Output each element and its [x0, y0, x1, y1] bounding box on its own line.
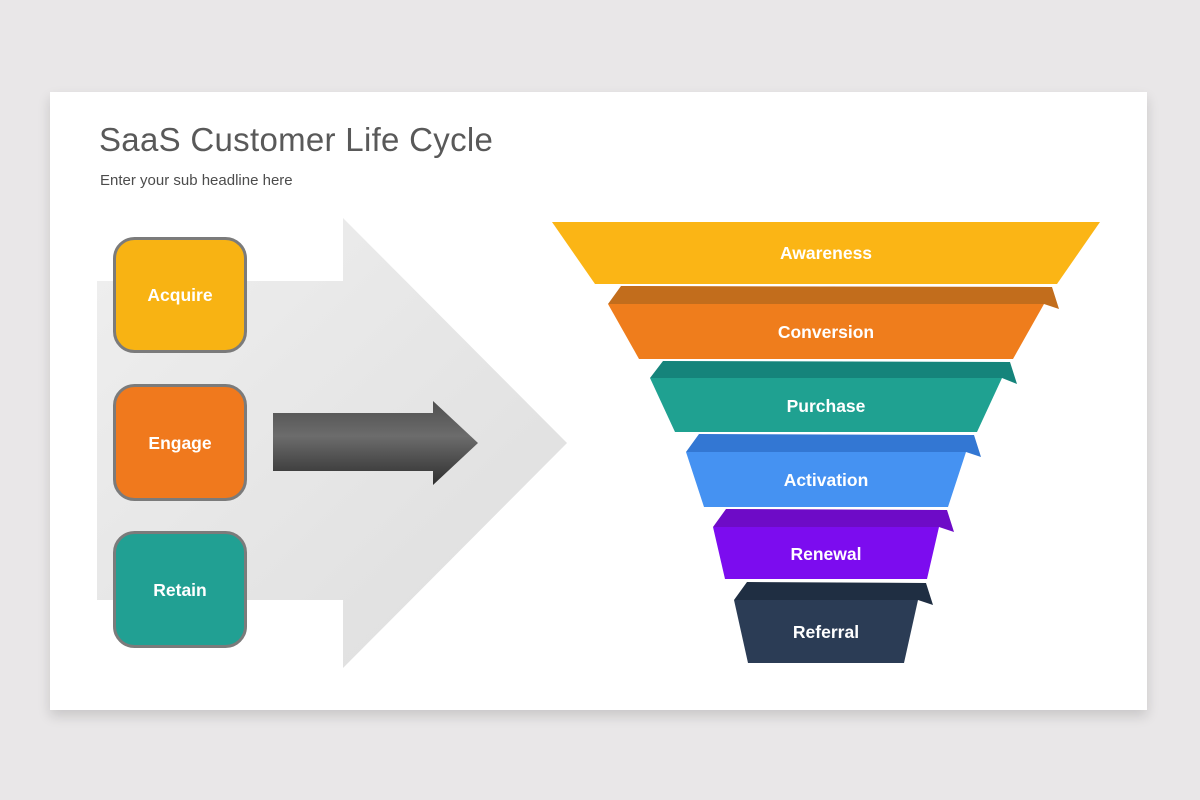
process-box-acquire[interactable]: Acquire	[113, 237, 247, 353]
funnel-stage-conversion[interactable]: Conversion	[608, 286, 1059, 359]
retain-box-label: Retain	[153, 580, 206, 600]
purchase-top-flap	[650, 361, 1017, 384]
renewal-top-flap	[713, 509, 954, 532]
forward-arrow-icon	[273, 401, 478, 485]
page-title: SaaS Customer Life Cycle	[99, 121, 494, 158]
engage-box-shape	[113, 384, 247, 501]
funnel-stage-renewal[interactable]: Renewal	[713, 509, 954, 579]
funnel-stage-activation[interactable]: Activation	[686, 434, 981, 507]
renewal-front-face	[713, 527, 939, 579]
conversion-label: Conversion	[778, 322, 874, 342]
conversion-front-face	[608, 304, 1044, 359]
purchase-label: Purchase	[787, 396, 866, 416]
activation-front-face	[686, 452, 966, 507]
conversion-top-flap	[608, 286, 1059, 309]
activation-label: Activation	[784, 470, 869, 490]
referral-top-flap	[734, 582, 933, 605]
retain-box-shape	[113, 531, 247, 648]
purchase-front-face	[650, 378, 1002, 432]
page-subtitle: Enter your sub headline here	[100, 172, 293, 189]
renewal-label: Renewal	[791, 544, 862, 564]
acquire-box-shape	[113, 237, 247, 353]
acquire-box-label: Acquire	[147, 285, 212, 305]
awareness-front-face	[552, 222, 1100, 284]
funnel-stage-purchase[interactable]: Purchase	[650, 361, 1017, 432]
funnel: Awareness Conversion Purchase Activation…	[552, 222, 1100, 663]
funnel-stage-awareness[interactable]: Awareness	[552, 222, 1100, 284]
activation-top-flap	[686, 434, 981, 457]
referral-label: Referral	[793, 622, 859, 642]
engage-box-label: Engage	[148, 433, 211, 453]
awareness-label: Awareness	[780, 243, 872, 263]
process-box-retain[interactable]: Retain	[113, 531, 247, 648]
funnel-stage-referral[interactable]: Referral	[734, 582, 933, 663]
process-box-engage[interactable]: Engage	[113, 384, 247, 501]
referral-front-face	[734, 600, 918, 663]
